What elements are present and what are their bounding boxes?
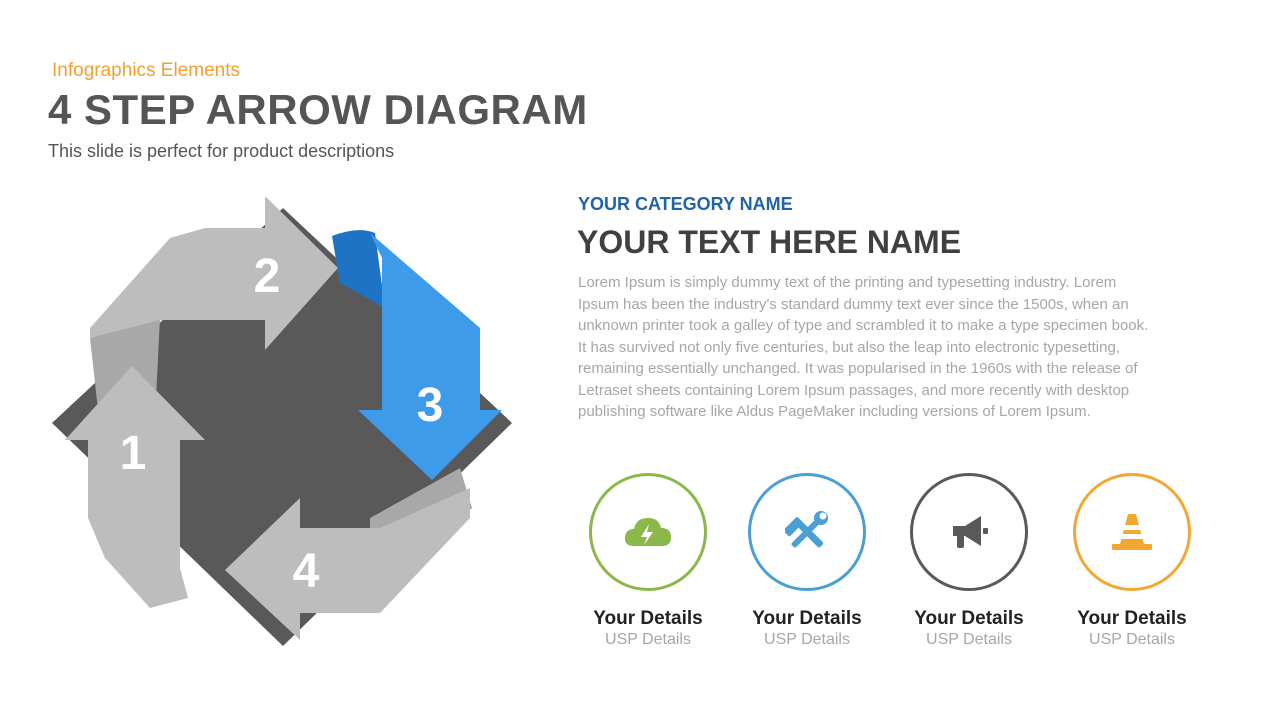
category-name: YOUR CATEGORY NAME bbox=[578, 194, 793, 214]
feature-subtitle-1: USP Details bbox=[605, 631, 691, 648]
feature-title-1: Your Details bbox=[593, 608, 703, 629]
step-number-1: 1 bbox=[120, 427, 147, 480]
feature-subtitle-2: USP Details bbox=[764, 631, 850, 648]
feature-circle-4 bbox=[1073, 473, 1191, 591]
feature-title-2: Your Details bbox=[752, 608, 862, 629]
step-number-2: 2 bbox=[254, 250, 281, 303]
arrow-step-4 bbox=[225, 488, 470, 640]
content-paragraph: Lorem Ipsum is simply dummy text of the … bbox=[578, 274, 1149, 420]
megaphone-icon bbox=[953, 516, 988, 548]
feature-circle-3 bbox=[910, 473, 1028, 591]
cloud-lightning-icon bbox=[624, 518, 671, 546]
feature-title-3: Your Details bbox=[914, 608, 1024, 629]
page-title: 4 STEP ARROW DIAGRAM bbox=[48, 86, 588, 133]
feature-title-4: Your Details bbox=[1077, 608, 1187, 629]
traffic-cone-icon bbox=[1112, 514, 1152, 550]
content-heading: YOUR TEXT HERE NAME bbox=[577, 224, 962, 260]
step-number-4: 4 bbox=[293, 545, 320, 598]
arrow-step-3-fold bbox=[332, 230, 385, 308]
feature-item-3: Your Details USP Details bbox=[889, 473, 1049, 649]
feature-item-2: Your Details USP Details bbox=[727, 473, 887, 649]
feature-subtitle-4: USP Details bbox=[1089, 631, 1175, 648]
feature-subtitle-3: USP Details bbox=[926, 631, 1012, 648]
step-number-3: 3 bbox=[417, 379, 444, 432]
arrow-step-2 bbox=[90, 196, 338, 350]
arrow-step-3 bbox=[358, 233, 502, 480]
feature-circle-2 bbox=[748, 473, 866, 591]
feature-circle-1 bbox=[589, 473, 707, 591]
page-tagline: This slide is perfect for product descri… bbox=[48, 141, 395, 161]
feature-item-1: Your Details USP Details bbox=[568, 473, 728, 649]
kicker-text: Infographics Elements bbox=[52, 60, 240, 81]
feature-item-4: Your Details USP Details bbox=[1052, 473, 1212, 649]
four-step-arrow-diagram: 2 3 1 4 bbox=[52, 196, 512, 646]
arrow-step-1 bbox=[65, 366, 205, 608]
hammer-wrench-icon bbox=[785, 511, 828, 548]
